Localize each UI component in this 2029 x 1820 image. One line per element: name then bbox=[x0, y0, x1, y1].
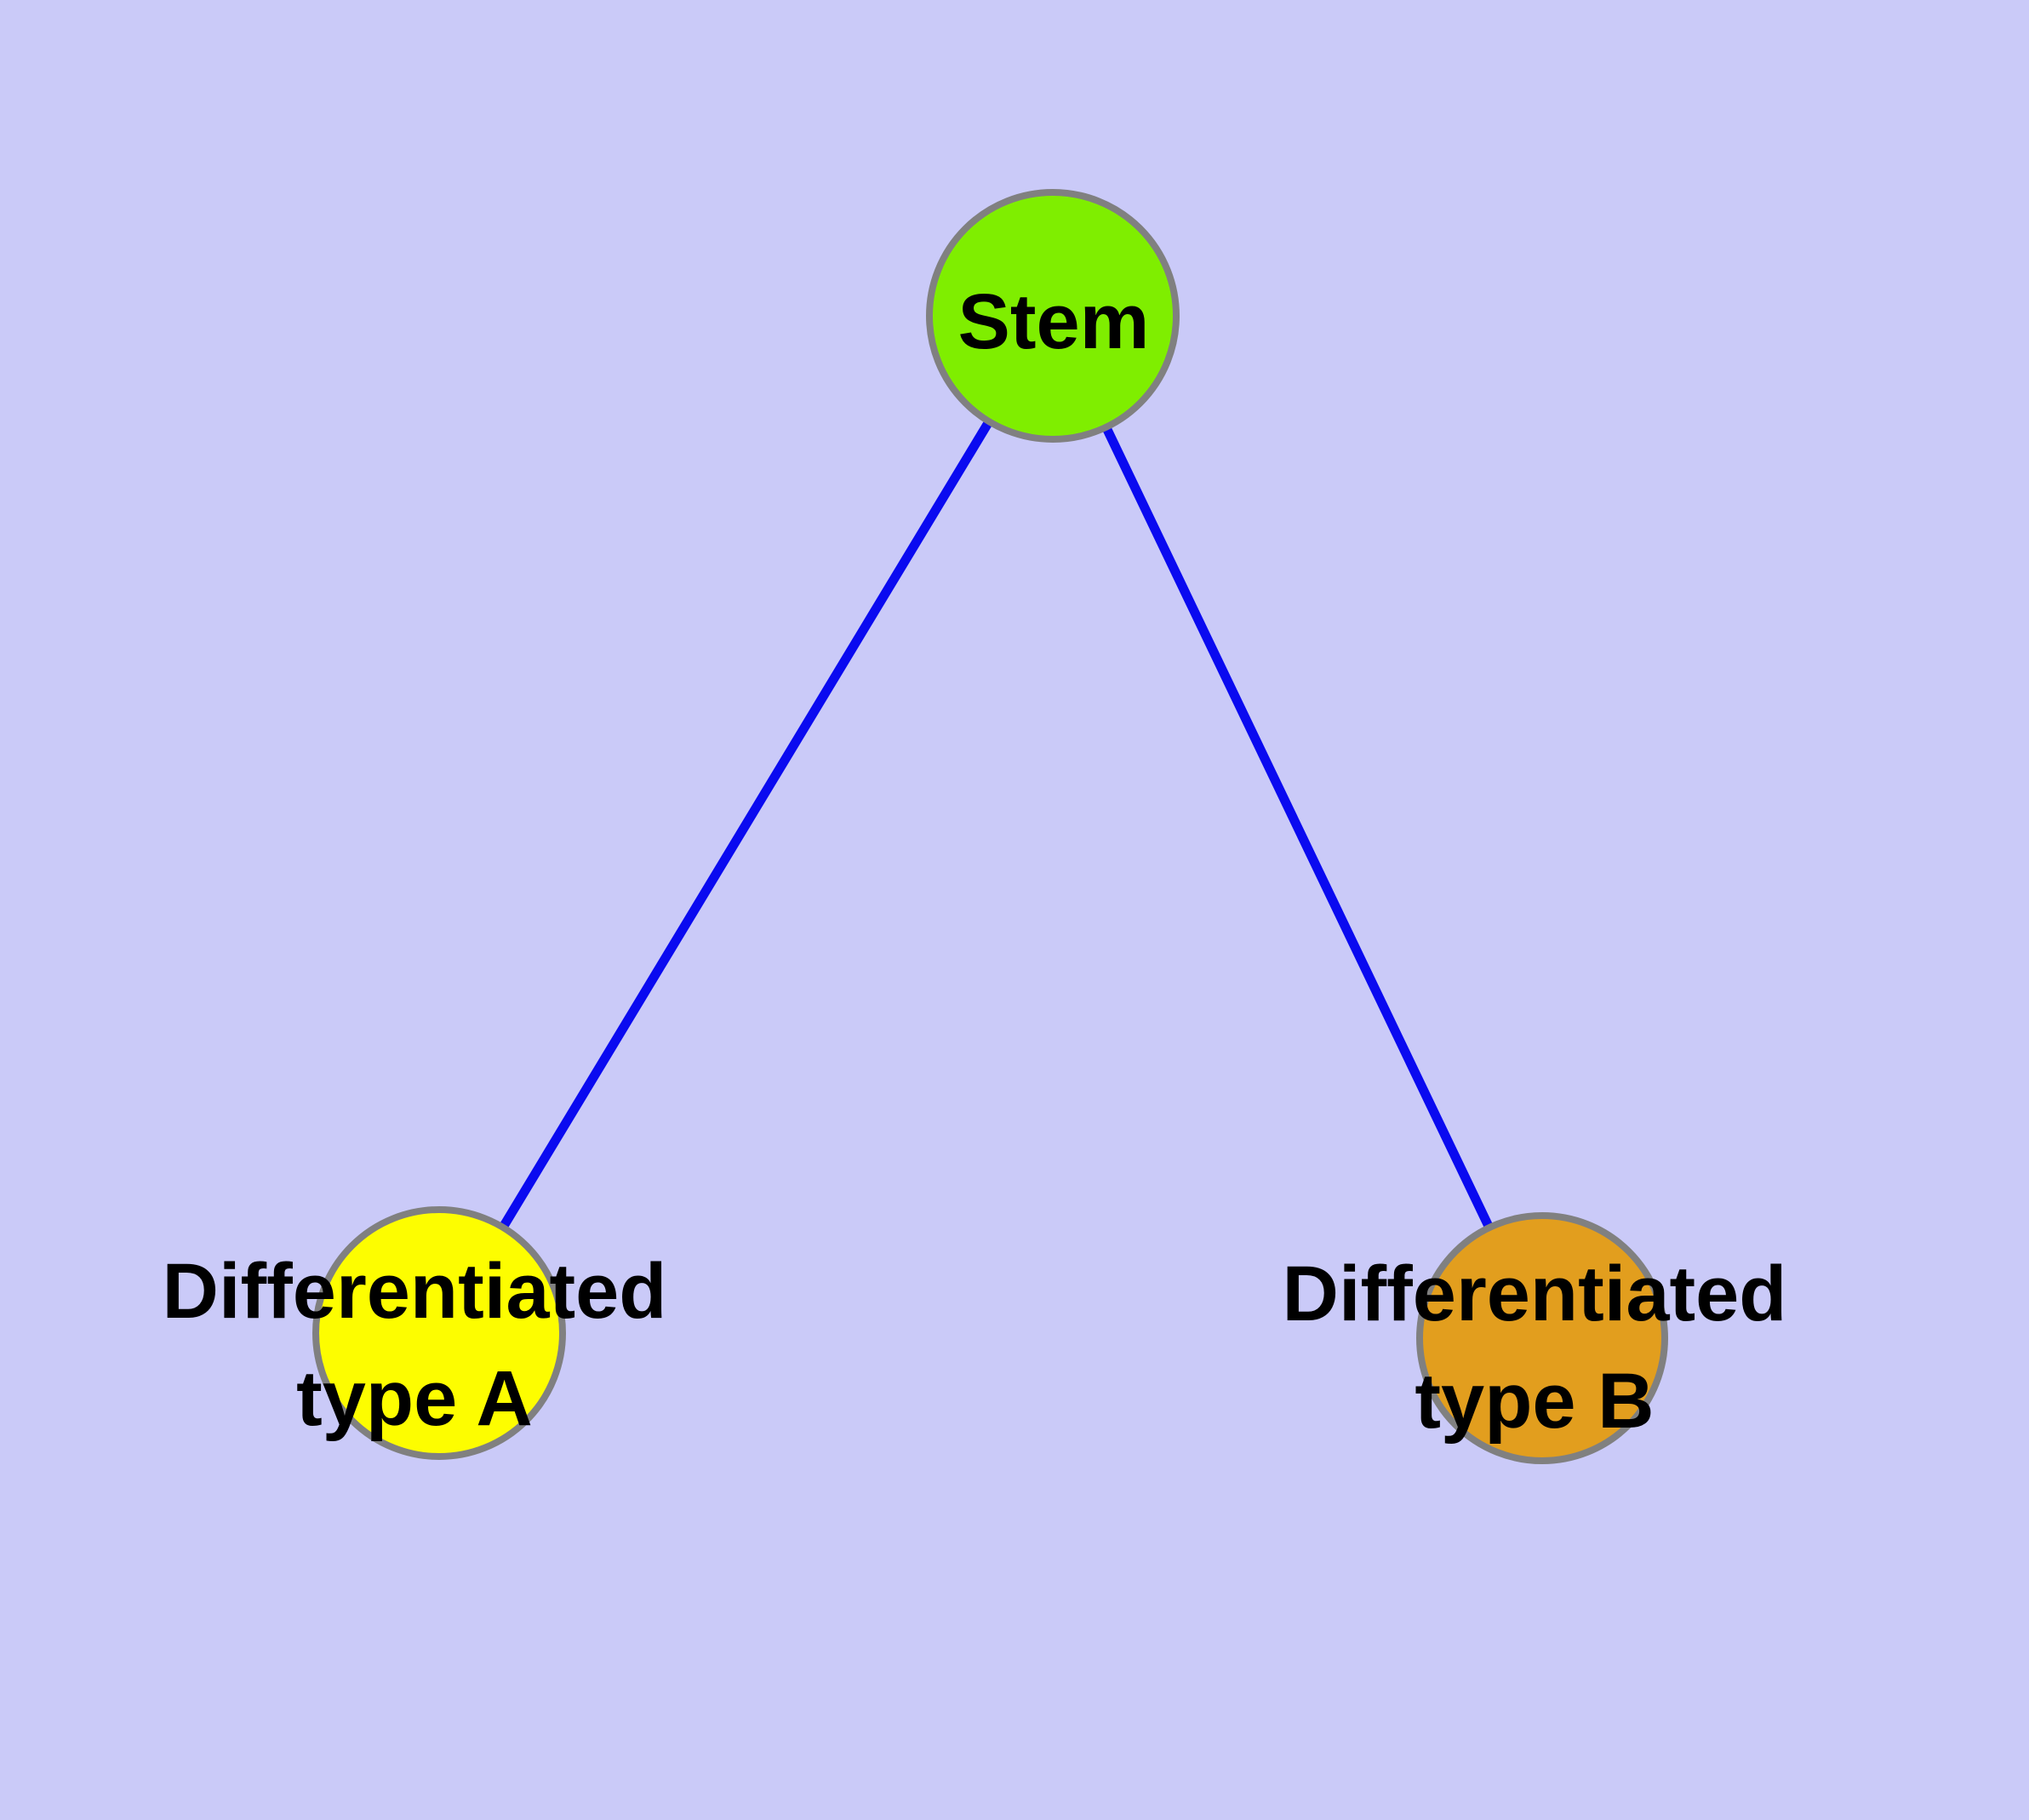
node-differentiated-type-a bbox=[312, 1206, 566, 1460]
node-type-b-label: Differentiated type B bbox=[1283, 1240, 1787, 1455]
node-type-b-label-line2: type B bbox=[1415, 1358, 1655, 1445]
node-type-a-label-line1: Differentiated bbox=[162, 1248, 667, 1335]
node-differentiated-type-b bbox=[1416, 1212, 1668, 1464]
node-stem bbox=[926, 189, 1180, 443]
node-type-b-label-line1: Differentiated bbox=[1282, 1251, 1787, 1337]
edge-stem-to-type-a bbox=[435, 313, 1057, 1336]
node-type-a-label-line2: type A bbox=[296, 1355, 533, 1442]
node-type-a-label: Differentiated type A bbox=[163, 1238, 667, 1452]
node-stem-label-text: Stem bbox=[957, 278, 1150, 365]
edge-stem-to-type-b bbox=[1049, 313, 1546, 1341]
node-stem-label: Stem bbox=[958, 268, 1150, 375]
